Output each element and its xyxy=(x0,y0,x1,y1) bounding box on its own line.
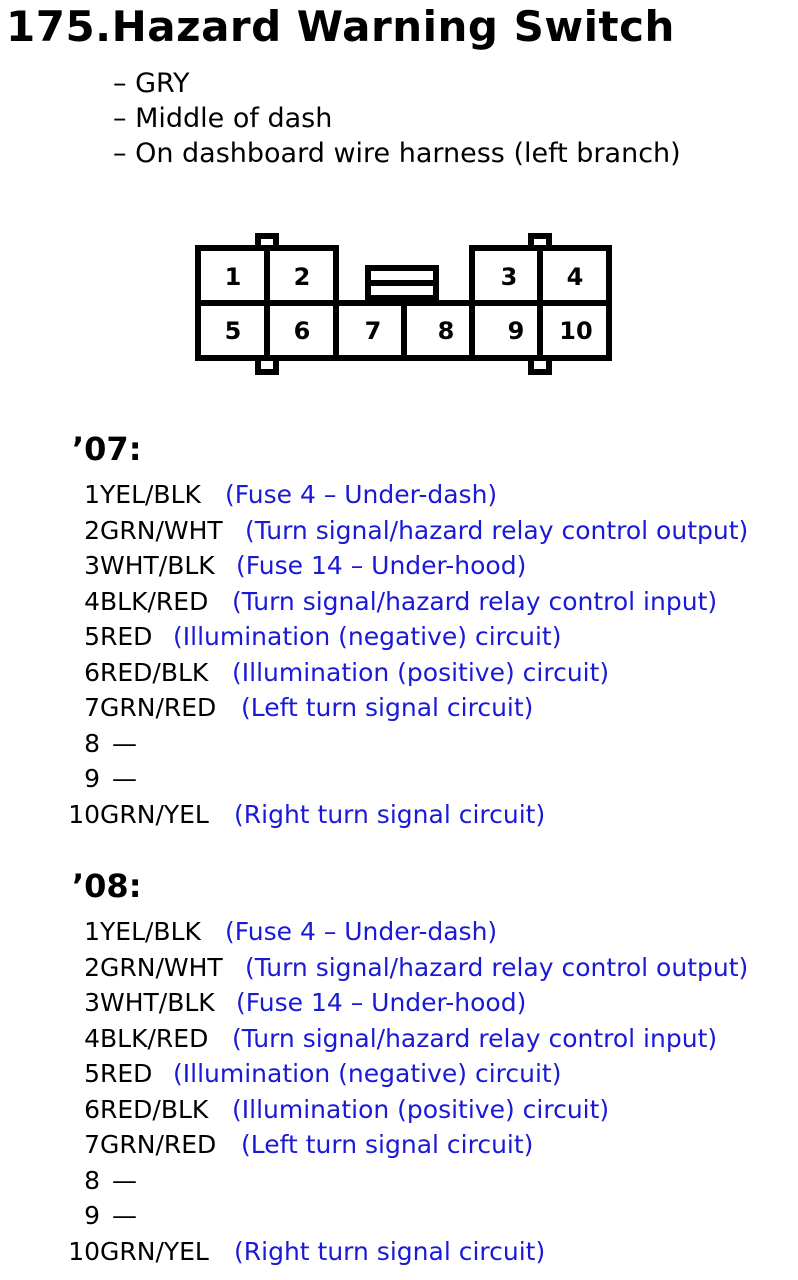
pin-description: (Turn signal/hazard relay control input) xyxy=(232,1023,718,1053)
pin-label-4: 4 xyxy=(567,263,584,291)
pin-number: 6 xyxy=(84,1094,100,1124)
pin-number: 10 xyxy=(68,799,100,829)
pin-number: 7 xyxy=(84,693,100,722)
pin-description: (Turn signal/hazard relay control output… xyxy=(245,515,749,545)
section-label-07: ’07: xyxy=(72,430,142,468)
pin-wire-color: RED xyxy=(100,1059,153,1088)
pin-description: (Turn signal/hazard relay control input) xyxy=(232,586,718,616)
pin-label-7: 7 xyxy=(365,317,382,345)
pin-description: (Left turn signal circuit) xyxy=(241,1130,534,1159)
pin-label-6: 6 xyxy=(294,317,311,345)
pin-wire-color: GRN/RED xyxy=(100,1130,217,1159)
pin-number: 9 xyxy=(84,764,100,793)
pin-wire-color: RED xyxy=(100,622,153,651)
key-top-left xyxy=(255,233,279,251)
pin-number: 4 xyxy=(84,1023,100,1053)
pin-label-9: 9 xyxy=(508,317,525,345)
key-bottom-left xyxy=(255,355,279,375)
pin-description: (Fuse 4 – Under-dash) xyxy=(225,480,498,509)
pin-wire-color: GRN/RED xyxy=(100,693,217,722)
pin-description: (Illumination (negative) circuit) xyxy=(173,622,562,651)
pin-wire-color: — xyxy=(112,764,137,793)
pin-wire-color: — xyxy=(112,728,137,758)
note-harness: – On dashboard wire harness (left branch… xyxy=(113,138,681,169)
pin-description: (Right turn signal circuit) xyxy=(234,799,546,829)
pin-wire-color: WHT/BLK xyxy=(100,988,215,1017)
pin-wire-color: YEL/BLK xyxy=(100,917,201,946)
pin-description: (Illumination (positive) circuit) xyxy=(232,657,610,687)
pin-description: (Illumination (positive) circuit) xyxy=(232,1094,610,1124)
pin-number: 5 xyxy=(84,622,100,651)
pin-label-2: 2 xyxy=(294,263,311,291)
pin-number: 8 xyxy=(84,728,100,758)
pin-wire-color: BLK/RED xyxy=(100,586,209,616)
pin-number: 9 xyxy=(84,1201,100,1230)
connector-notes: – GRY – Middle of dash – On dashboard wi… xyxy=(113,66,681,171)
note-location: – Middle of dash xyxy=(113,103,333,134)
pin-wire-color: BLK/RED xyxy=(100,1023,209,1053)
pin-wire-color: GRN/YEL xyxy=(100,1236,209,1266)
pin-label-3: 3 xyxy=(501,263,518,291)
pin-wire-color: GRN/WHT xyxy=(100,952,223,982)
pin-wire-color: — xyxy=(112,1201,137,1230)
pin-wire-color: RED/BLK xyxy=(100,657,209,687)
pin-number: 7 xyxy=(84,1130,100,1159)
pin-number: 6 xyxy=(84,657,100,687)
pin-description: (Left turn signal circuit) xyxy=(241,693,534,722)
pin-label-10: 10 xyxy=(559,317,592,345)
pin-wire-color: GRN/WHT xyxy=(100,515,223,545)
pin-wire-color: WHT/BLK xyxy=(100,551,215,580)
section-label-08: ’08: xyxy=(72,867,142,905)
key-top-right xyxy=(528,233,552,251)
pin-number: 10 xyxy=(68,1236,100,1266)
note-color: – GRY xyxy=(113,68,190,99)
pin-number: 5 xyxy=(84,1059,100,1088)
pin-description: (Right turn signal circuit) xyxy=(234,1236,546,1266)
pin-number: 4 xyxy=(84,586,100,616)
key-bottom-right xyxy=(528,355,552,375)
pin-number: 2 xyxy=(84,515,100,545)
connector-diagram: 1 2 3 4 5 6 7 8 9 10 xyxy=(195,233,612,375)
pin-number: 1 xyxy=(84,480,100,509)
pin-number: 1 xyxy=(84,917,100,946)
pin-wire-color: — xyxy=(112,1165,137,1195)
pin-wire-color: YEL/BLK xyxy=(100,480,201,509)
pin-label-1: 1 xyxy=(225,263,242,291)
pin-description: (Illumination (negative) circuit) xyxy=(173,1059,562,1088)
pin-description: (Turn signal/hazard relay control output… xyxy=(245,952,749,982)
pin-wire-color: RED/BLK xyxy=(100,1094,209,1124)
pin-number: 8 xyxy=(84,1165,100,1195)
page-title: 175.Hazard Warning Switch xyxy=(6,2,675,51)
pin-number: 2 xyxy=(84,952,100,982)
pin-number: 3 xyxy=(84,988,100,1017)
pin-wire-color: GRN/YEL xyxy=(100,799,209,829)
pin-number: 3 xyxy=(84,551,100,580)
pin-label-8: 8 xyxy=(438,317,455,345)
pin-label-5: 5 xyxy=(225,317,242,345)
pin-description: (Fuse 14 – Under-hood) xyxy=(236,988,527,1017)
pin-description: (Fuse 4 – Under-dash) xyxy=(225,917,498,946)
pin-description: (Fuse 14 – Under-hood) xyxy=(236,551,527,580)
